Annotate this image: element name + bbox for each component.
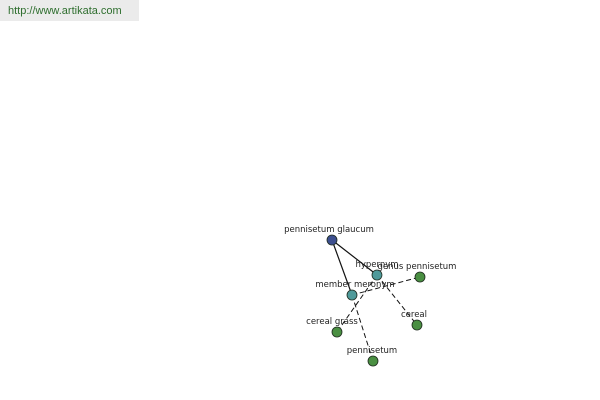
graph-nodes [326,234,426,367]
edge-hypernym-to-cereal-grass [336,274,378,333]
node-label-cereal: cereal [401,310,427,320]
edge-member-meronym-to-genus-pennisetum [351,276,421,296]
graph-edges [331,239,421,362]
node-label-cereal-grass: cereal grass [306,317,358,327]
node-hypernym[interactable] [371,269,383,281]
node-pennisetum-glaucum[interactable] [326,234,338,246]
edge-hypernym-to-cereal [376,274,418,326]
node-label-pennisetum-glaucum: pennisetum glaucum [284,225,374,235]
node-member-meronym[interactable] [346,289,358,301]
node-label-hypernym: hypernym [355,260,398,270]
node-label-member-meronym: member meronym [315,280,394,290]
source-url-banner[interactable]: http://www.artikata.com [0,0,139,21]
edge-pennisetum-glaucum-to-hypernym [331,239,378,276]
node-label-pennisetum: pennisetum [347,346,397,356]
node-pennisetum[interactable] [367,355,379,367]
edge-member-meronym-to-pennisetum [351,294,374,362]
node-cereal[interactable] [411,319,423,331]
node-genus-pennisetum[interactable] [414,271,426,283]
edge-pennisetum-glaucum-to-member-meronym [331,239,353,296]
node-label-genus-pennisetum: genus pennisetum [378,262,457,272]
graph-labels: pennisetum glaucum hypernym member meronym… [284,225,456,356]
node-cereal-grass[interactable] [331,326,343,338]
